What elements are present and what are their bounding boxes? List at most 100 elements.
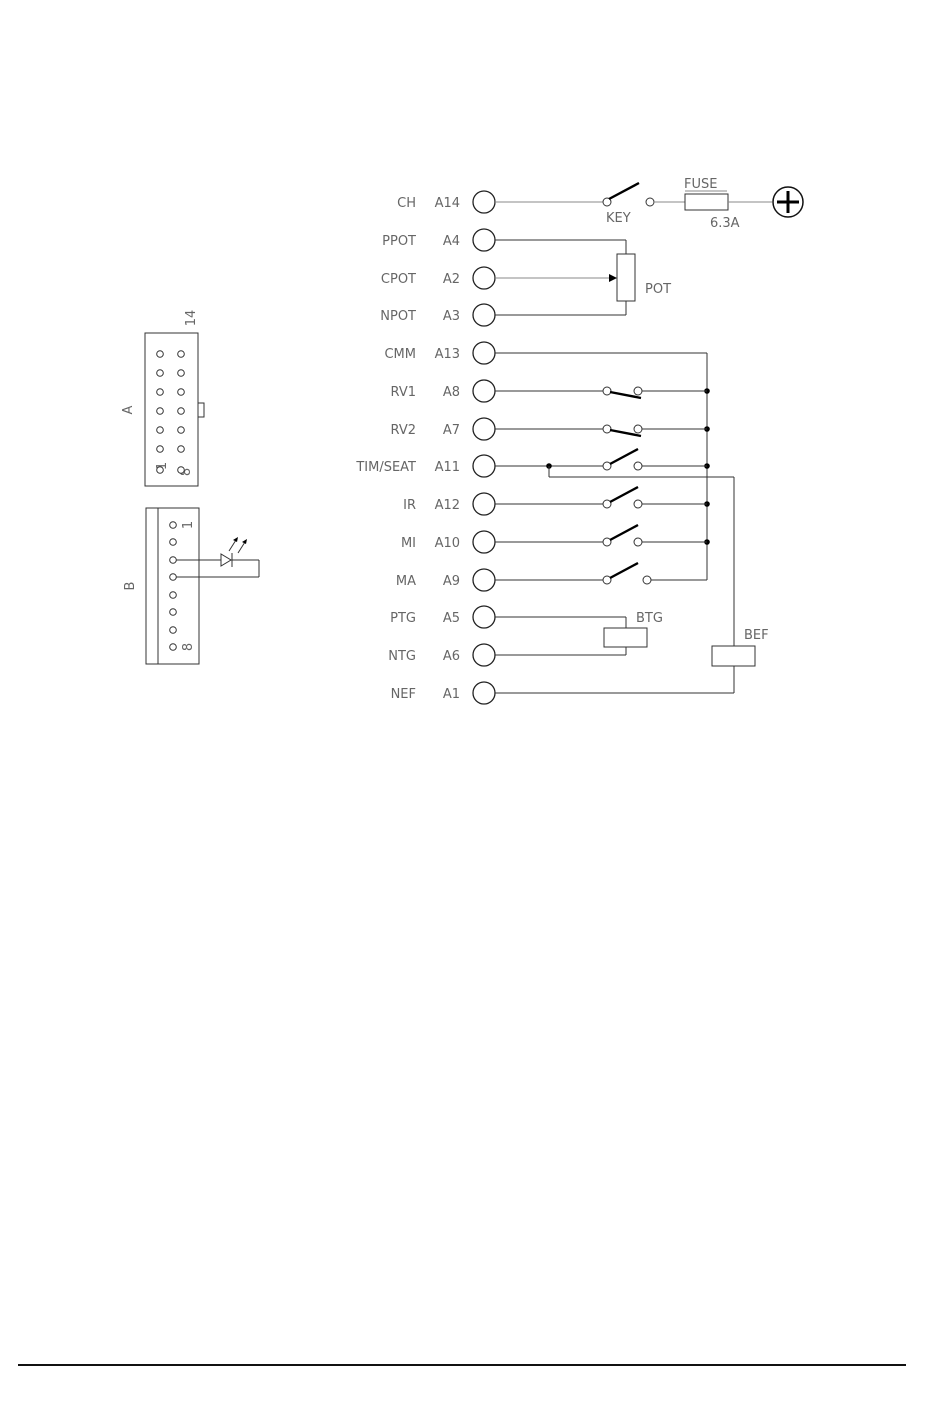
potentiometer: [617, 254, 635, 301]
pin-hole: [178, 427, 185, 434]
signal-label: NEF: [391, 687, 416, 702]
signal-label: IR: [403, 498, 416, 513]
connector-b-pin-1: 1: [181, 521, 196, 529]
pin-hole: [178, 408, 185, 415]
terminal-circle: [473, 455, 495, 477]
pin-hole: [178, 389, 185, 396]
switch-contact: [634, 462, 642, 470]
pin-hole: [157, 427, 164, 434]
switch-contact: [643, 576, 651, 584]
pot-circuit: POT: [495, 240, 671, 315]
key-switch-blade: [609, 183, 639, 199]
pin-hole: [178, 467, 185, 474]
bef-label: BEF: [744, 628, 769, 643]
terminal-row: NEF A1: [391, 682, 495, 704]
signal-label: CH: [397, 196, 416, 211]
terminal-row: TIM/SEAT A11: [355, 455, 495, 477]
pin-label: A9: [443, 574, 460, 589]
terminal-circle: [473, 229, 495, 251]
signal-label: CPOT: [381, 272, 416, 287]
pin-hole: [157, 446, 164, 453]
signal-label: PPOT: [382, 234, 416, 249]
pin-hole: [170, 539, 177, 546]
pin-hole: [170, 522, 177, 529]
signal-label: MA: [396, 574, 416, 589]
signal-label: MI: [401, 536, 416, 551]
terminal-row: NTG A6: [388, 644, 495, 666]
switch-blade: [610, 487, 638, 502]
switch-contact: [634, 425, 642, 433]
terminal-row: MA A9: [396, 569, 495, 591]
pin-label: A10: [435, 536, 460, 551]
switch-tim-seat: [495, 449, 707, 470]
plus-terminal-icon: [773, 187, 803, 217]
fuse-label: FUSE: [684, 177, 717, 192]
pin-hole: [178, 446, 185, 453]
terminal-row: CH A14: [397, 191, 495, 213]
pin-hole: [170, 592, 177, 599]
pin-label: A6: [443, 649, 460, 664]
btg-coil-circuit: BTG: [495, 611, 663, 655]
pin-label: A13: [435, 347, 460, 362]
connector-a-body: [145, 333, 198, 486]
pin-hole: [170, 557, 177, 564]
connector-b-body: [146, 508, 199, 664]
connector-a-label: A: [121, 405, 136, 414]
pin-label: A14: [435, 196, 460, 211]
terminal-circle: [473, 342, 495, 364]
wiper-arrow: [609, 274, 617, 282]
pin-label: A2: [443, 272, 460, 287]
btg-label: BTG: [636, 611, 663, 626]
connector-a-key: [198, 403, 204, 417]
connector-b-label: B: [123, 582, 138, 591]
terminal-row: CMM A13: [384, 342, 495, 364]
pin-hole: [157, 370, 164, 377]
switch-blade: [610, 449, 638, 464]
switch-contact: [603, 425, 611, 433]
pin-label: A7: [443, 423, 460, 438]
connector-a: A 14 1 8: [121, 310, 204, 486]
connector-b: B 1 8: [123, 508, 259, 664]
fuse: [685, 194, 728, 210]
pin-label: A11: [435, 460, 460, 475]
pin-label: A8: [443, 385, 460, 400]
terminal-circle: [473, 531, 495, 553]
pin-hole: [178, 370, 185, 377]
terminal-circle: [473, 380, 495, 402]
signal-label: NTG: [388, 649, 416, 664]
connector-a-pin-14: 14: [184, 310, 199, 327]
terminal-row: PTG A5: [390, 606, 495, 628]
switch-ma: [495, 563, 651, 584]
terminal-circle: [473, 606, 495, 628]
terminal-circle: [473, 644, 495, 666]
pin-hole: [157, 389, 164, 396]
terminal-row: RV2 A7: [391, 418, 496, 440]
pin-hole: [170, 644, 177, 651]
pin-hole: [178, 351, 185, 358]
terminal-circle: [473, 682, 495, 704]
switch-contact: [646, 198, 654, 206]
pin-label: A4: [443, 234, 460, 249]
terminal-row: CPOT A2: [381, 267, 495, 289]
signal-label: NPOT: [380, 309, 416, 324]
fuse-rating: 6.3A: [710, 216, 740, 231]
switch-ir: [495, 487, 707, 508]
signal-label: PTG: [390, 611, 416, 626]
switch-rv1: [495, 387, 707, 398]
pot-label: POT: [645, 282, 671, 297]
pin-label: A12: [435, 498, 460, 513]
switch-blade: [610, 525, 638, 540]
terminal-circle: [473, 569, 495, 591]
key-label: KEY: [606, 211, 631, 226]
terminal-circle: [473, 493, 495, 515]
terminal-circle: [473, 267, 495, 289]
switch-contact: [634, 538, 642, 546]
key-circuit: KEY FUSE 6.3A: [495, 177, 803, 231]
btg-coil: [604, 628, 647, 647]
switch-blade: [610, 563, 638, 578]
pin-hole: [170, 627, 177, 634]
pin-hole: [170, 609, 177, 616]
signal-label: RV2: [391, 423, 417, 438]
terminal-circle: [473, 304, 495, 326]
